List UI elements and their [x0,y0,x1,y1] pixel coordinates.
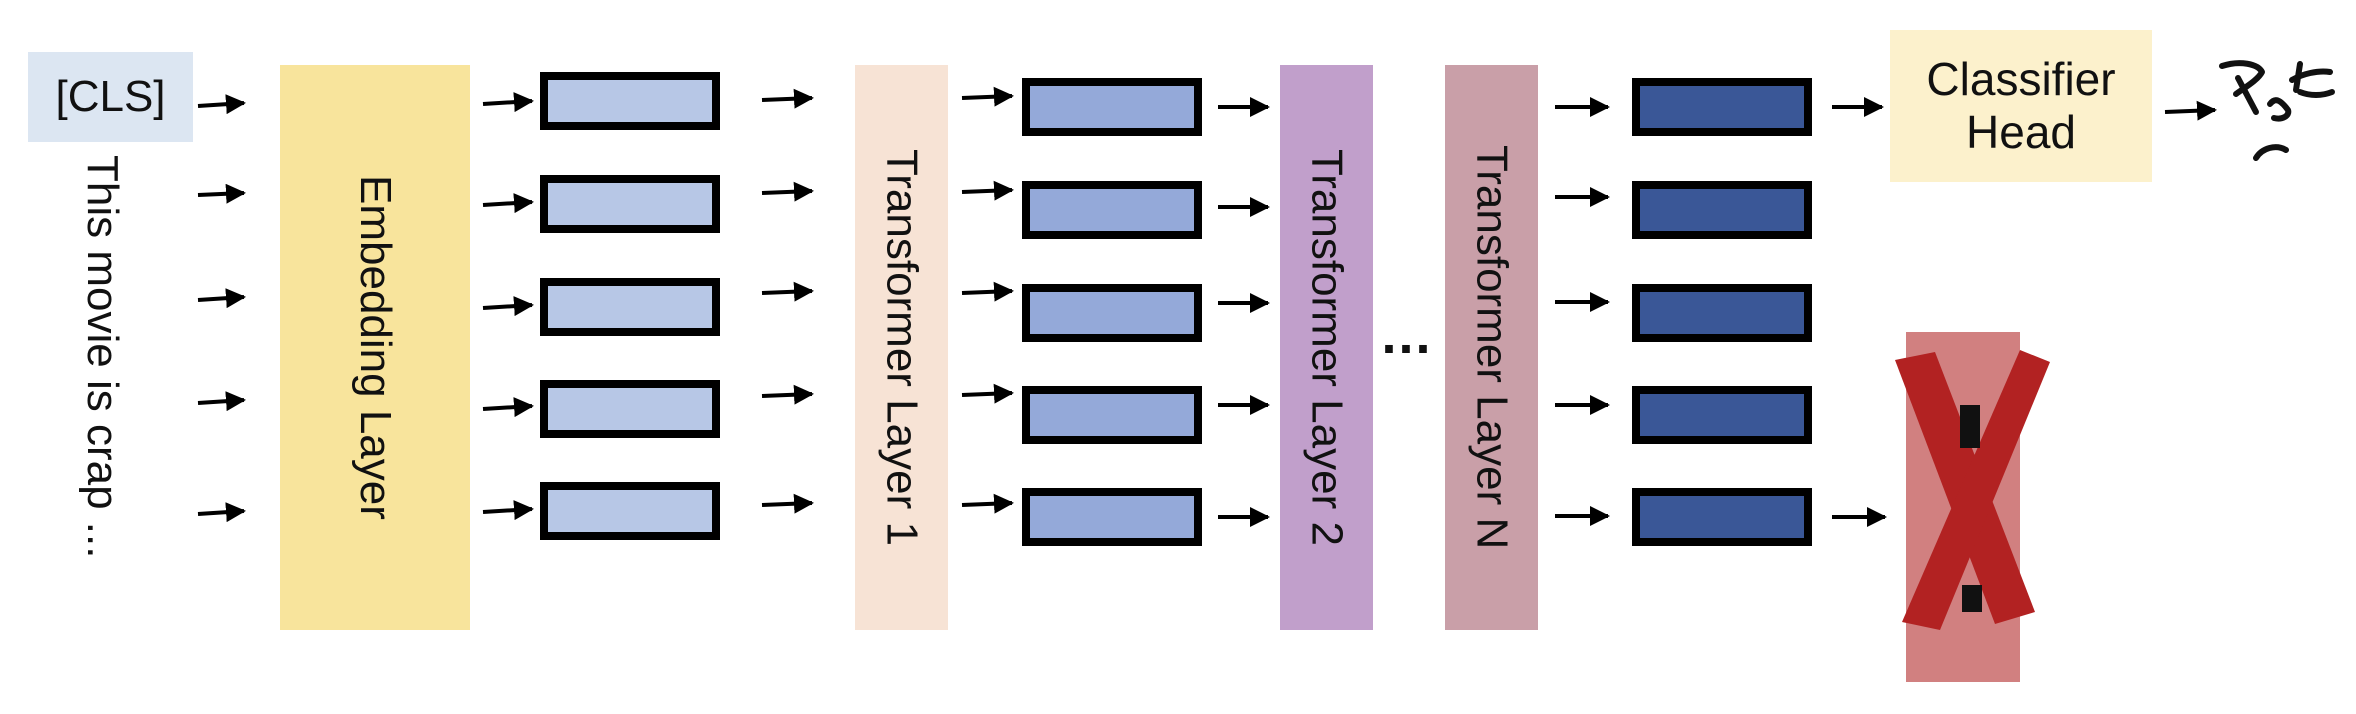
arrow-icon [197,288,246,309]
final-vector-4 [1632,386,1812,444]
layer1-output-arrows [961,86,1014,514]
arrow-icon [2164,100,2217,121]
arrow-icon [961,383,1014,404]
arrow-icon [761,384,814,405]
layer1-vector-2 [1022,181,1202,239]
input-sentence-text: This movie is crap ... [78,155,127,559]
arrow-icon [961,493,1014,514]
embedding-vector-5 [540,482,720,540]
layern-output-arrows [1555,97,1610,526]
arrow-icon [761,181,814,202]
arrow-icon [482,397,534,418]
arrow-icon [197,183,246,204]
embedding-vector-2 [540,175,720,233]
final-vector-3 [1632,284,1812,342]
arrow-icon [482,296,534,317]
cross-mark-icon [1895,350,2050,630]
arrow-icon [482,92,534,113]
arrow-icon [761,281,814,302]
embedding-vector-4 [540,380,720,438]
transformer-layer-1-box: Transformer Layer 1 [855,65,948,630]
final-vector-1 [1632,78,1812,136]
classifier-head-box: Classifier Head [1890,30,2152,182]
arrow-icon [761,493,814,514]
arrow-icon [961,86,1014,107]
transformer-layer-2-label: Transformer Layer 2 [1302,149,1352,546]
classifier-head-label: Classifier Head [1926,53,2116,158]
arrow-icon [482,500,534,521]
transformer-layer-2-box: Transformer Layer 2 [1280,65,1373,630]
arrow-icon [961,180,1014,201]
arrow-icon [197,94,246,115]
arrow-icon [197,502,246,523]
layer2-input-arrows [1218,97,1270,527]
embedding-output-arrows [482,92,534,521]
embedding-layer-label: Embedding Layer [351,175,400,520]
input-sentence: This movie is crap ... [72,155,132,655]
layer1-vector-1 [1022,78,1202,136]
cls-token-box: [CLS] [28,52,193,142]
arrow-icon [961,281,1014,302]
transformer-layer-n-box: Transformer Layer N [1445,65,1538,630]
final-vector-2 [1632,181,1812,239]
layer-ellipsis: ... [1381,305,1433,365]
layer1-vector-5 [1022,488,1202,546]
handwritten-output-icon [2219,60,2335,161]
cls-token-label: [CLS] [55,72,166,121]
input-arrows [197,94,246,523]
embedding-vector-3 [540,278,720,336]
embedding-vector-1 [540,72,720,130]
layer1-vector-3 [1022,284,1202,342]
transformer-layer-1-label: Transformer Layer 1 [877,149,927,546]
layer1-vector-4 [1022,386,1202,444]
arrow-icon [197,391,246,412]
arrow-icon [761,88,814,109]
layer1-input-arrows [761,88,814,514]
transformer-layer-n-label: Transformer Layer N [1467,145,1517,550]
final-vector-5 [1632,488,1812,546]
embedding-layer-box: Embedding Layer [280,65,470,630]
arrow-icon [482,193,534,214]
